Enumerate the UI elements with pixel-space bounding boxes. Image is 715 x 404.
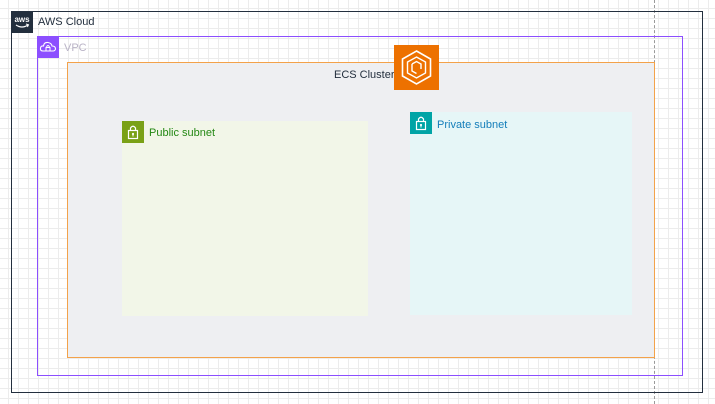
amazon-ecs-icon[interactable] (394, 45, 439, 90)
vpc-cloud-lock-icon (37, 36, 59, 58)
public-subnet-padlock-icon (122, 121, 144, 143)
vpc-label: VPC (64, 42, 87, 54)
aws-cloud-label: AWS Cloud (38, 16, 95, 28)
private-subnet-padlock-icon (410, 112, 432, 134)
private-subnet-label: Private subnet (437, 119, 508, 131)
private-subnet-group[interactable] (410, 112, 632, 315)
aws-logo-icon: aws (11, 11, 33, 33)
svg-text:aws: aws (14, 15, 30, 24)
vpc-group[interactable] (37, 36, 683, 376)
public-subnet-label: Public subnet (149, 127, 216, 139)
public-subnet-group[interactable] (122, 121, 368, 316)
ecs-cluster-label: ECS Cluster (334, 69, 395, 81)
aws-cloud-group[interactable] (11, 11, 703, 393)
